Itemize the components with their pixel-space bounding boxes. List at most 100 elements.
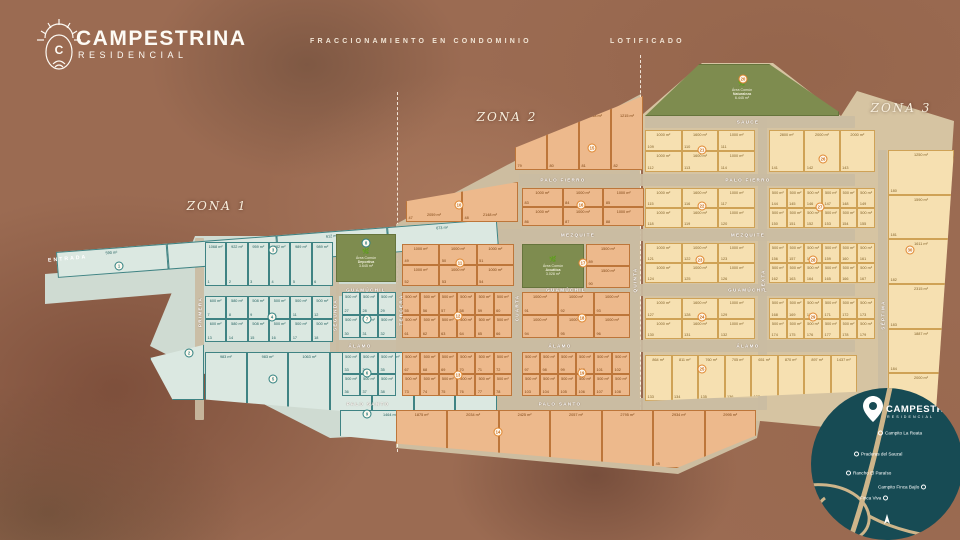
- lot-area: 500 m²: [423, 355, 436, 359]
- lot-number: 57: [441, 309, 446, 313]
- lot-number: 33: [344, 368, 349, 372]
- lot-marker: 3: [268, 245, 278, 255]
- lot-area: 1000 m²: [569, 318, 583, 322]
- lot-number: 73: [404, 390, 409, 394]
- lot-number: 63: [441, 332, 446, 336]
- lot-number: 165: [824, 277, 831, 281]
- lot-number: 51: [479, 259, 484, 263]
- lot-number: 31: [362, 332, 367, 336]
- lot-number: 126: [720, 277, 728, 281]
- lot-area: 500 m²: [381, 377, 393, 381]
- lot-area: 2059 m²: [427, 212, 441, 217]
- lot-area: 500 m²: [597, 377, 609, 381]
- legend-roads: [811, 388, 960, 540]
- lot-area: 922 m²: [231, 245, 243, 249]
- lot-number: 60: [496, 309, 501, 313]
- street-label: TERCERA: [398, 294, 404, 326]
- lot-area: 500 m²: [496, 318, 509, 322]
- lot-number: 86: [524, 220, 529, 224]
- lot-number: 171: [824, 312, 831, 317]
- lot-marker: 24: [697, 312, 707, 322]
- lot-number: 75: [441, 390, 446, 394]
- lot-area: 1000 m²: [413, 268, 428, 272]
- lot-area: 500 m²: [807, 266, 820, 270]
- lot-area: 500 m²: [405, 377, 418, 381]
- street-band: [645, 116, 855, 128]
- lot-marker: 20: [738, 74, 748, 84]
- lot-area: 500 m²: [460, 377, 473, 381]
- lot-number: 148: [842, 202, 849, 206]
- lot-number: 149: [859, 202, 867, 206]
- lot-number: 141: [771, 166, 778, 170]
- lot-number: 19: [152, 394, 157, 398]
- lot-number: 93: [596, 309, 601, 313]
- lot-number: 110: [684, 145, 691, 149]
- lot-area: 508 m²: [252, 322, 265, 326]
- tree-icon: 🌿: [362, 248, 370, 255]
- lot-number: 54: [479, 280, 484, 284]
- lot-number: 159: [824, 257, 831, 261]
- street-label: QUINTA: [632, 267, 638, 293]
- lot-area: 500 m²: [478, 377, 491, 381]
- lot-area: 500 m²: [771, 321, 784, 326]
- lot-area: 500 m²: [496, 355, 509, 359]
- lot-number: 65: [477, 332, 483, 336]
- lot-number: 144: [771, 202, 778, 206]
- lot-number: 90: [588, 282, 593, 286]
- lot-area: 989 m²: [316, 245, 329, 249]
- lot-area: 500 m²: [824, 321, 837, 326]
- street-label: GUAMÚCHIL: [346, 287, 386, 293]
- lot-area: 500 m²: [789, 266, 802, 270]
- lot-area: 1000 m²: [729, 246, 744, 250]
- lot-area: 500 m²: [771, 211, 784, 215]
- lot-marker: 25: [697, 364, 707, 374]
- lot-area: 1000 m²: [693, 246, 707, 250]
- lot-number: 68: [422, 368, 428, 372]
- lot-area: 500 m²: [363, 295, 375, 299]
- lot-marker: 6: [362, 368, 372, 378]
- lot-area: 2000 m²: [850, 133, 865, 137]
- lot-number: 97: [524, 368, 529, 372]
- lot-number: 118: [647, 222, 654, 226]
- lot-area: 500 m²: [423, 295, 436, 299]
- lot-area: 1600 m²: [693, 301, 707, 305]
- lot-number: 125: [684, 277, 691, 281]
- lot-number: 127: [647, 312, 654, 317]
- lot-number: 64: [459, 332, 464, 336]
- legend-point-label: Praderas del Sauzal: [861, 451, 903, 457]
